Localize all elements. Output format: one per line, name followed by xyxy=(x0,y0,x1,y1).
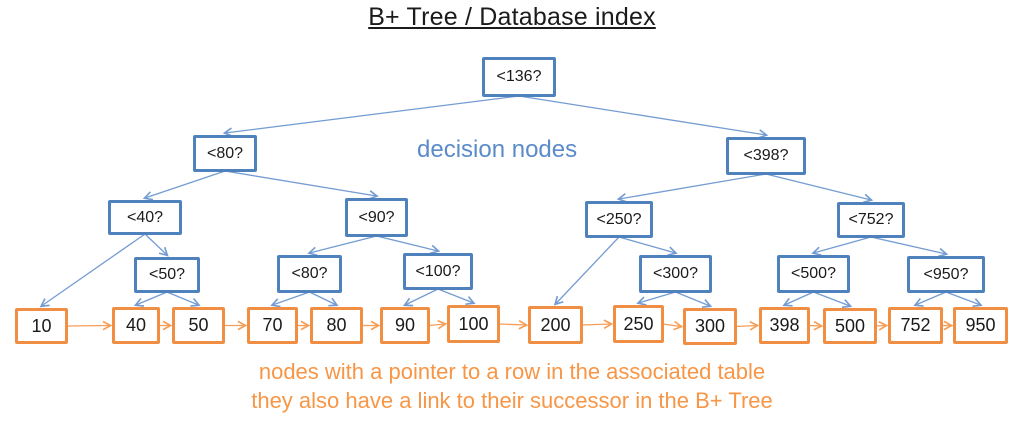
decision-node-d250: <250? xyxy=(585,201,653,238)
successor-link-l90-l100 xyxy=(428,319,448,330)
page-title: B+ Tree / Database index xyxy=(368,3,656,31)
tree-edge-d950-l950 xyxy=(945,291,983,308)
decision-node-d100: <100? xyxy=(403,253,473,290)
tree-edge-d752-d950 xyxy=(870,236,949,258)
tree-edge-d398-d752 xyxy=(765,173,874,204)
decision-node-d80b: <80? xyxy=(277,255,342,293)
footer-line-2: they also have a link to their successor… xyxy=(251,388,773,413)
decision-nodes-annotation: decision nodes xyxy=(417,136,578,163)
leaf-node-l100: 100 xyxy=(447,305,500,343)
tree-edge-d752-d500 xyxy=(811,236,872,256)
tree-edge-d80a-d90 xyxy=(224,170,379,200)
tree-edge-d500-l398 xyxy=(782,291,814,307)
leaf-node-l752: 752 xyxy=(888,307,943,344)
leaf-node-l950: 950 xyxy=(953,307,1008,344)
leaf-node-l50: 50 xyxy=(172,307,225,344)
leaf-node-l40: 40 xyxy=(112,307,160,344)
tree-edge-d90-d80b xyxy=(307,235,377,257)
footer-line-1: nodes with a pointer to a row in the ass… xyxy=(258,359,766,384)
tree-edge-d250-d300 xyxy=(618,236,678,256)
tree-edge-d50-l40 xyxy=(133,291,168,307)
tree-edge-d950-l752 xyxy=(913,291,947,307)
tree-edge-d300-l300 xyxy=(675,291,713,308)
decision-node-d80a: <80? xyxy=(193,135,257,172)
leaf-node-l500: 500 xyxy=(823,308,877,344)
successor-link-l10-l40 xyxy=(66,320,113,331)
successor-link-l300-l398 xyxy=(735,321,760,331)
leaf-node-l10: 10 xyxy=(15,308,68,344)
tree-edge-d80b-l70 xyxy=(270,291,310,308)
leaf-node-l200: 200 xyxy=(528,306,583,344)
tree-edge-d398-d250 xyxy=(616,173,767,203)
decision-node-d752: <752? xyxy=(837,202,905,238)
tree-edge-d90-d100 xyxy=(376,235,441,255)
leaf-node-l90: 90 xyxy=(380,307,430,344)
leaf-node-l300: 300 xyxy=(683,308,737,345)
tree-edge-d136-d398 xyxy=(518,95,769,139)
leaf-node-l80: 80 xyxy=(310,307,363,344)
decision-node-d398: <398? xyxy=(726,137,806,175)
successor-link-l100-l200 xyxy=(498,319,529,330)
tree-edge-d40-l10 xyxy=(39,233,146,308)
tree-edge-d50-l50 xyxy=(166,291,201,307)
leaf-node-l70: 70 xyxy=(247,307,298,344)
leaf-node-l398: 398 xyxy=(759,307,810,344)
tree-edge-d300-l250 xyxy=(636,291,676,306)
footer-note: nodes with a pointer to a row in the ass… xyxy=(0,357,1024,415)
successor-link-l398-l500 xyxy=(808,320,824,331)
decision-node-d50: <50? xyxy=(134,257,200,293)
successor-link-l250-l300 xyxy=(662,320,684,331)
tree-edge-d136-d80a xyxy=(222,95,520,137)
tree-edge-d100-l90 xyxy=(402,288,439,307)
leaf-node-l250: 250 xyxy=(613,305,664,343)
tree-edge-d250-l200 xyxy=(553,236,620,306)
tree-edge-d40-d50 xyxy=(144,233,169,257)
decision-node-d950: <950? xyxy=(907,256,985,293)
tree-edge-d500-l500 xyxy=(813,291,853,309)
successor-link-l500-l752 xyxy=(875,321,889,331)
decision-node-d90: <90? xyxy=(345,198,408,237)
decision-node-d40: <40? xyxy=(108,200,182,235)
decision-node-d500: <500? xyxy=(777,255,850,293)
successor-link-l200-l250 xyxy=(581,319,614,330)
decision-node-d136: <136? xyxy=(482,57,556,97)
tree-edge-d80b-l80 xyxy=(309,291,339,307)
tree-edge-d100-l100 xyxy=(437,288,476,306)
decision-node-d300: <300? xyxy=(639,255,712,293)
tree-edge-d80a-d40 xyxy=(142,170,226,201)
